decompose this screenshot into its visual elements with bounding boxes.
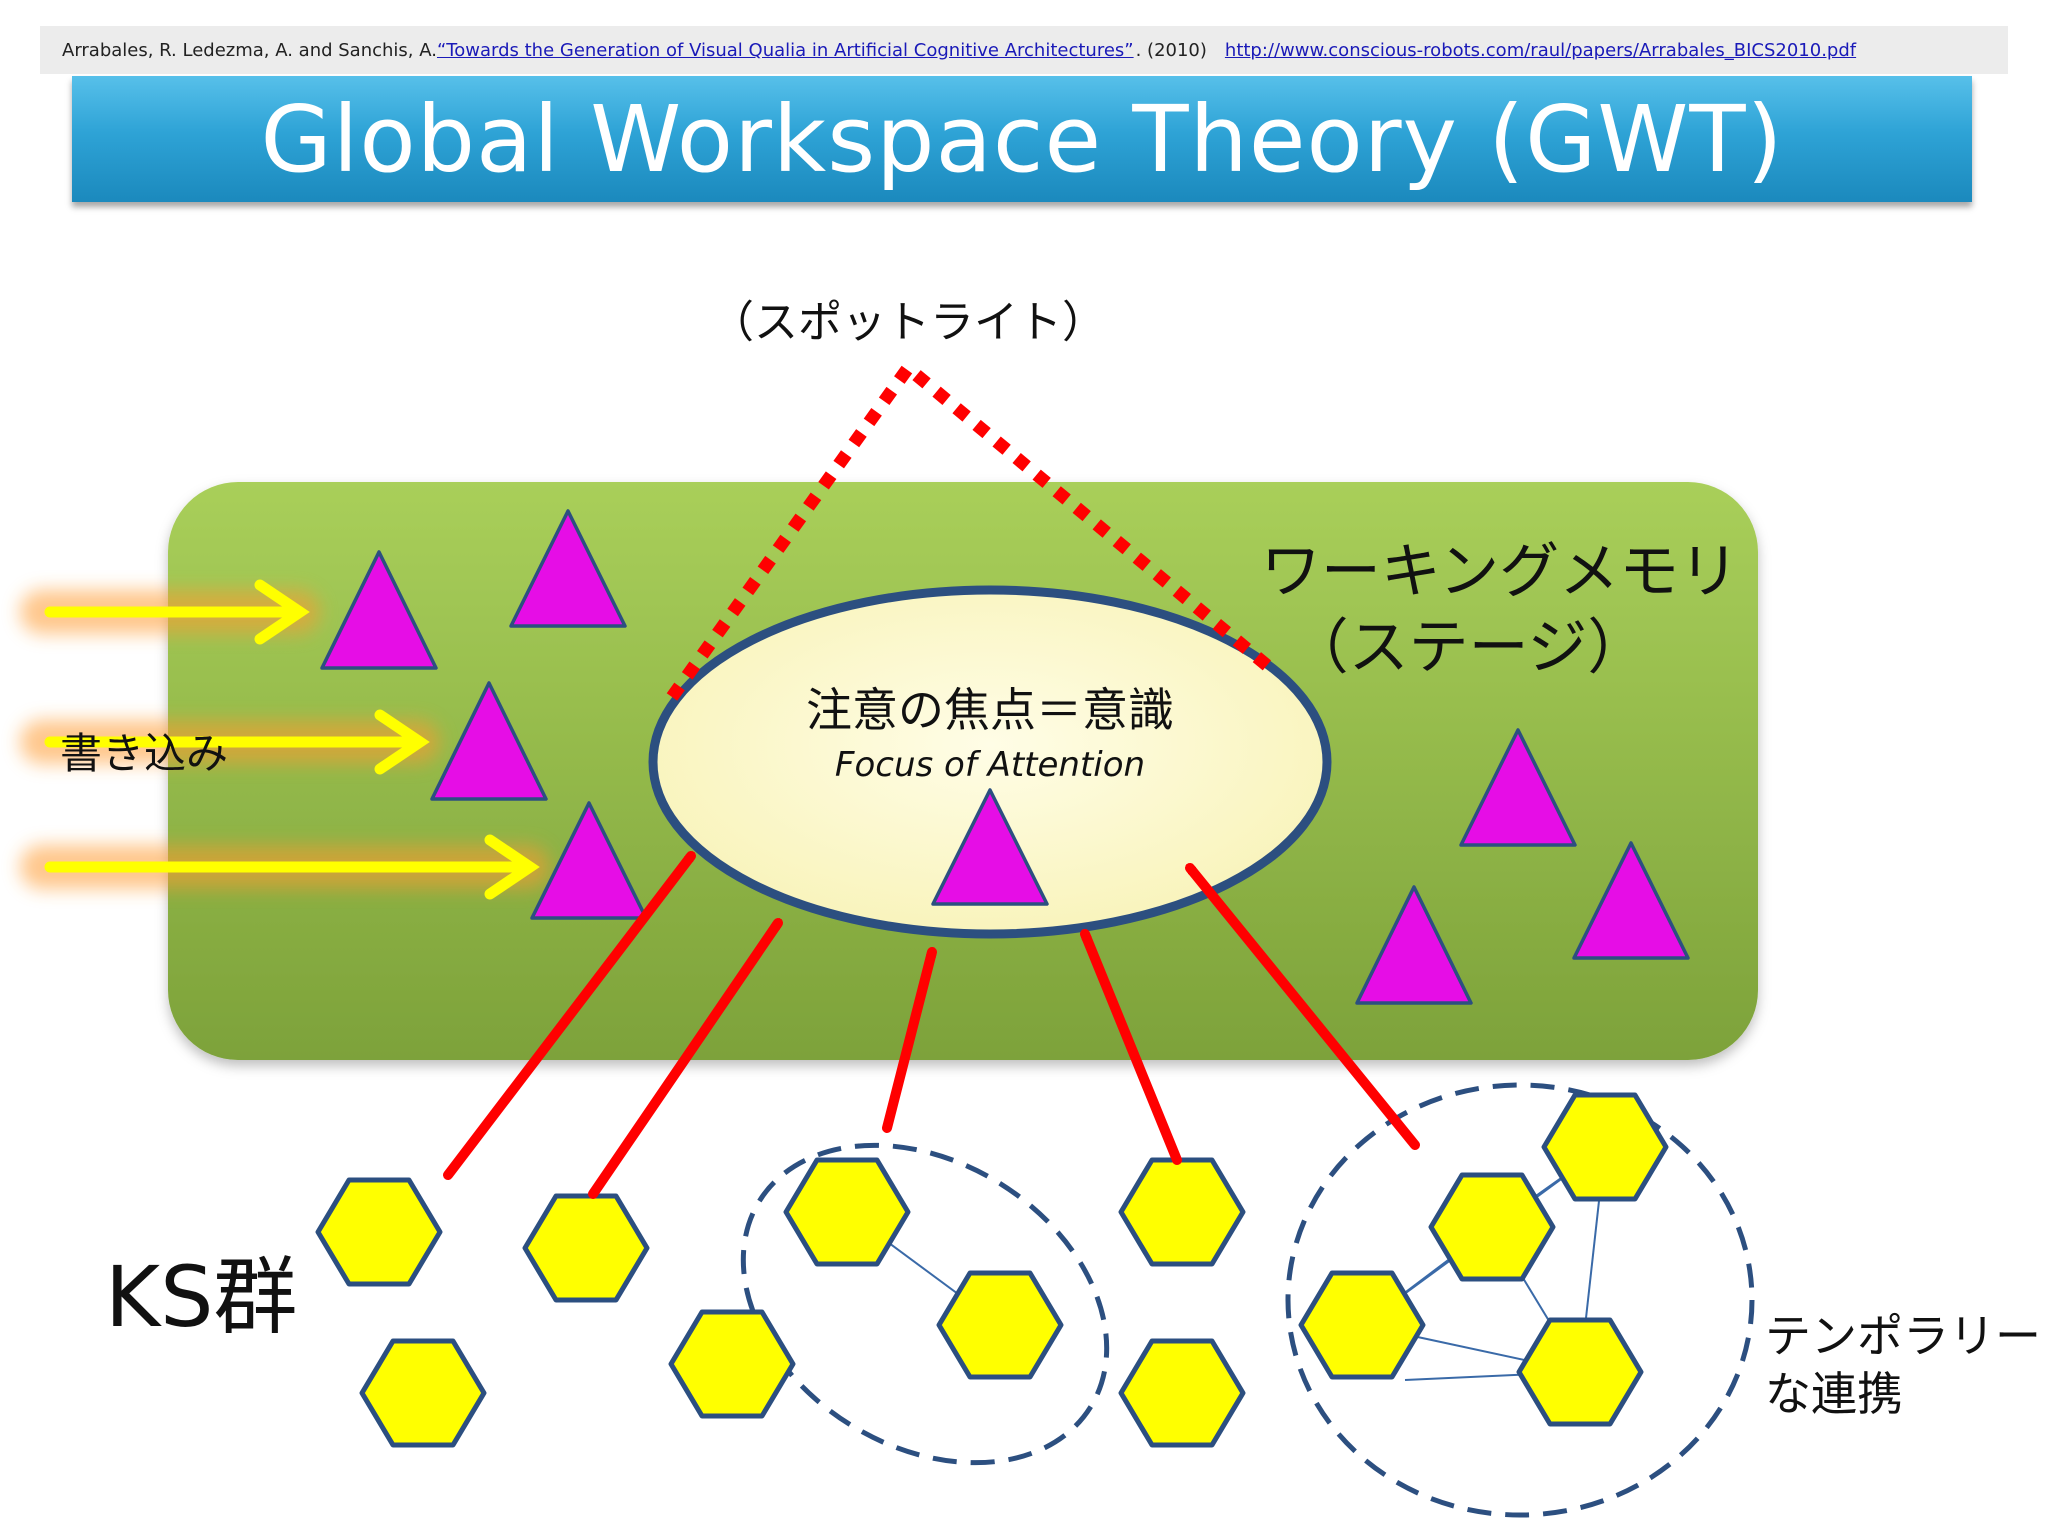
triangle-icon <box>1355 885 1473 1005</box>
triangle-icon <box>509 509 627 628</box>
competition-arrow <box>1185 868 1420 1150</box>
hexagon-icon <box>315 1177 443 1287</box>
stage-label: （ステージ） <box>1289 613 1648 683</box>
citation-paper-link[interactable]: “Towards the Generation of Visual Qualia… <box>436 39 1134 61</box>
input-arrow-3 <box>44 834 540 900</box>
temporary-coalition-group-small <box>740 1142 1110 1466</box>
triangle-icon <box>430 681 548 801</box>
citation-year: . (2010) <box>1135 39 1207 61</box>
temporary-coalition-group-large <box>1285 1082 1755 1518</box>
spotlight-label: （スポットライト） <box>710 297 1106 348</box>
competition-arrow <box>882 952 937 1133</box>
hexagon-icon <box>1541 1092 1669 1202</box>
triangle-icon <box>1572 841 1690 960</box>
write-in-arrows <box>44 579 540 900</box>
citation-url-link[interactable]: http://www.conscious-robots.com/raul/pap… <box>1224 39 1857 61</box>
triangle-icon <box>530 801 648 920</box>
spotlight-lines <box>666 358 1275 701</box>
input-arrow-2 <box>44 709 430 775</box>
input-arrow-1 <box>44 579 310 645</box>
focus-of-attention-ellipse <box>648 585 1332 939</box>
focus-jp-label: 注意の焦点＝意識 <box>806 683 1174 737</box>
hexagon-icon <box>1298 1270 1426 1380</box>
focus-en-label: Focus of Attention <box>835 745 1145 785</box>
competition-arrow <box>1080 934 1182 1165</box>
temporal-coalition-label-line1: テンポラリー <box>1765 1309 2041 1363</box>
citation-authors: Arrabales, R. Ledezma, A. and Sanchis, A… <box>62 39 437 61</box>
hexagon-icon <box>1516 1317 1644 1427</box>
hexagon-icon <box>783 1157 911 1267</box>
hexagon-icon <box>359 1338 487 1448</box>
temporal-coalition-label-line2: な連携 <box>1765 1367 1903 1421</box>
triangle-icon <box>931 788 1049 906</box>
page-title: Global Workspace Theory (GWT) <box>260 85 1784 193</box>
hexagon-icon <box>668 1309 796 1419</box>
triangle-icon <box>1459 728 1577 847</box>
working-memory-label: ワーキングメモリ <box>1261 537 1739 607</box>
title-banner: Global Workspace Theory (GWT) <box>72 76 1972 202</box>
ks-group-label: KS群 <box>105 1248 297 1346</box>
hexagon-icon <box>1118 1338 1246 1448</box>
triangle-icon <box>320 550 438 670</box>
hexagon-icon <box>1118 1157 1246 1267</box>
hexagon-icon <box>936 1270 1064 1380</box>
write-in-label: 書き込み <box>60 729 228 778</box>
hexagon-icon <box>522 1193 650 1303</box>
citation-bar: Arrabales, R. Ledezma, A. and Sanchis, A… <box>40 26 2008 74</box>
hexagon-icon <box>1428 1172 1556 1282</box>
competition-arrow <box>588 923 783 1199</box>
competition-arrow <box>443 856 696 1180</box>
